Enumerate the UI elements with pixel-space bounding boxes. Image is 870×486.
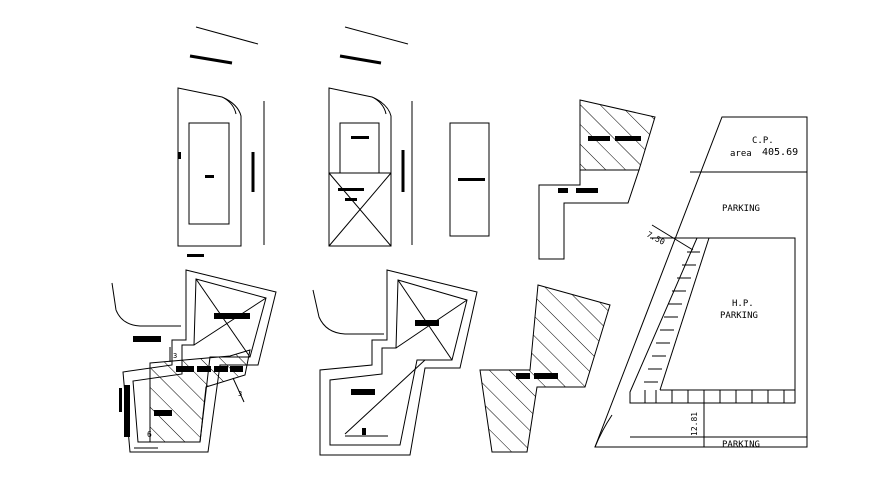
parking-top-label: PARKING	[722, 204, 760, 214]
dim-bottom-label: 12.81	[690, 412, 699, 436]
hp-parking-label: PARKING	[720, 311, 758, 321]
area-label: area	[730, 149, 752, 159]
hp-label: H.P.	[732, 299, 754, 309]
plan-4	[538, 99, 656, 260]
site-plan: C.P. area 405.69 PARKING H.P. PARKING PA…	[594, 116, 808, 450]
parking-bottom-label: PARKING	[722, 440, 760, 450]
plan-1	[177, 26, 265, 257]
dim-label-a: 3	[173, 352, 177, 360]
area-value: 405.69	[762, 147, 798, 158]
plan-2	[328, 26, 413, 247]
plan-7	[479, 284, 611, 453]
plan-5: 3 3 6	[111, 269, 277, 453]
cp-label: C.P.	[752, 136, 774, 146]
hp-parking-stalls	[644, 237, 795, 403]
dim-label-b: 3	[238, 390, 242, 398]
plan-6	[312, 269, 478, 456]
plan-3	[449, 122, 490, 237]
dim-label-c: 6	[147, 430, 152, 439]
